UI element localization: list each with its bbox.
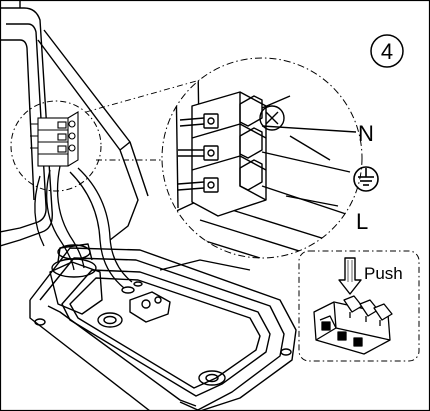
enclosure-lid: [0, 0, 149, 247]
protective-earth-ground-icon: [353, 166, 379, 192]
callout-leader-lines: [85, 79, 201, 161]
push-inset: Push: [298, 250, 420, 362]
push-terminal-block: [313, 295, 393, 355]
callout-terminal-block: [167, 65, 361, 258]
step-badge: 4: [370, 34, 404, 68]
enclosure-base: [29, 243, 297, 411]
down-arrow-icon: [338, 257, 362, 295]
live-label: L: [356, 209, 368, 234]
neutral-label: N: [358, 121, 374, 146]
detail-source-circle: [10, 100, 102, 192]
push-label: Push: [364, 264, 403, 283]
small-terminal-block: [30, 111, 79, 167]
step-number: 4: [381, 39, 393, 64]
